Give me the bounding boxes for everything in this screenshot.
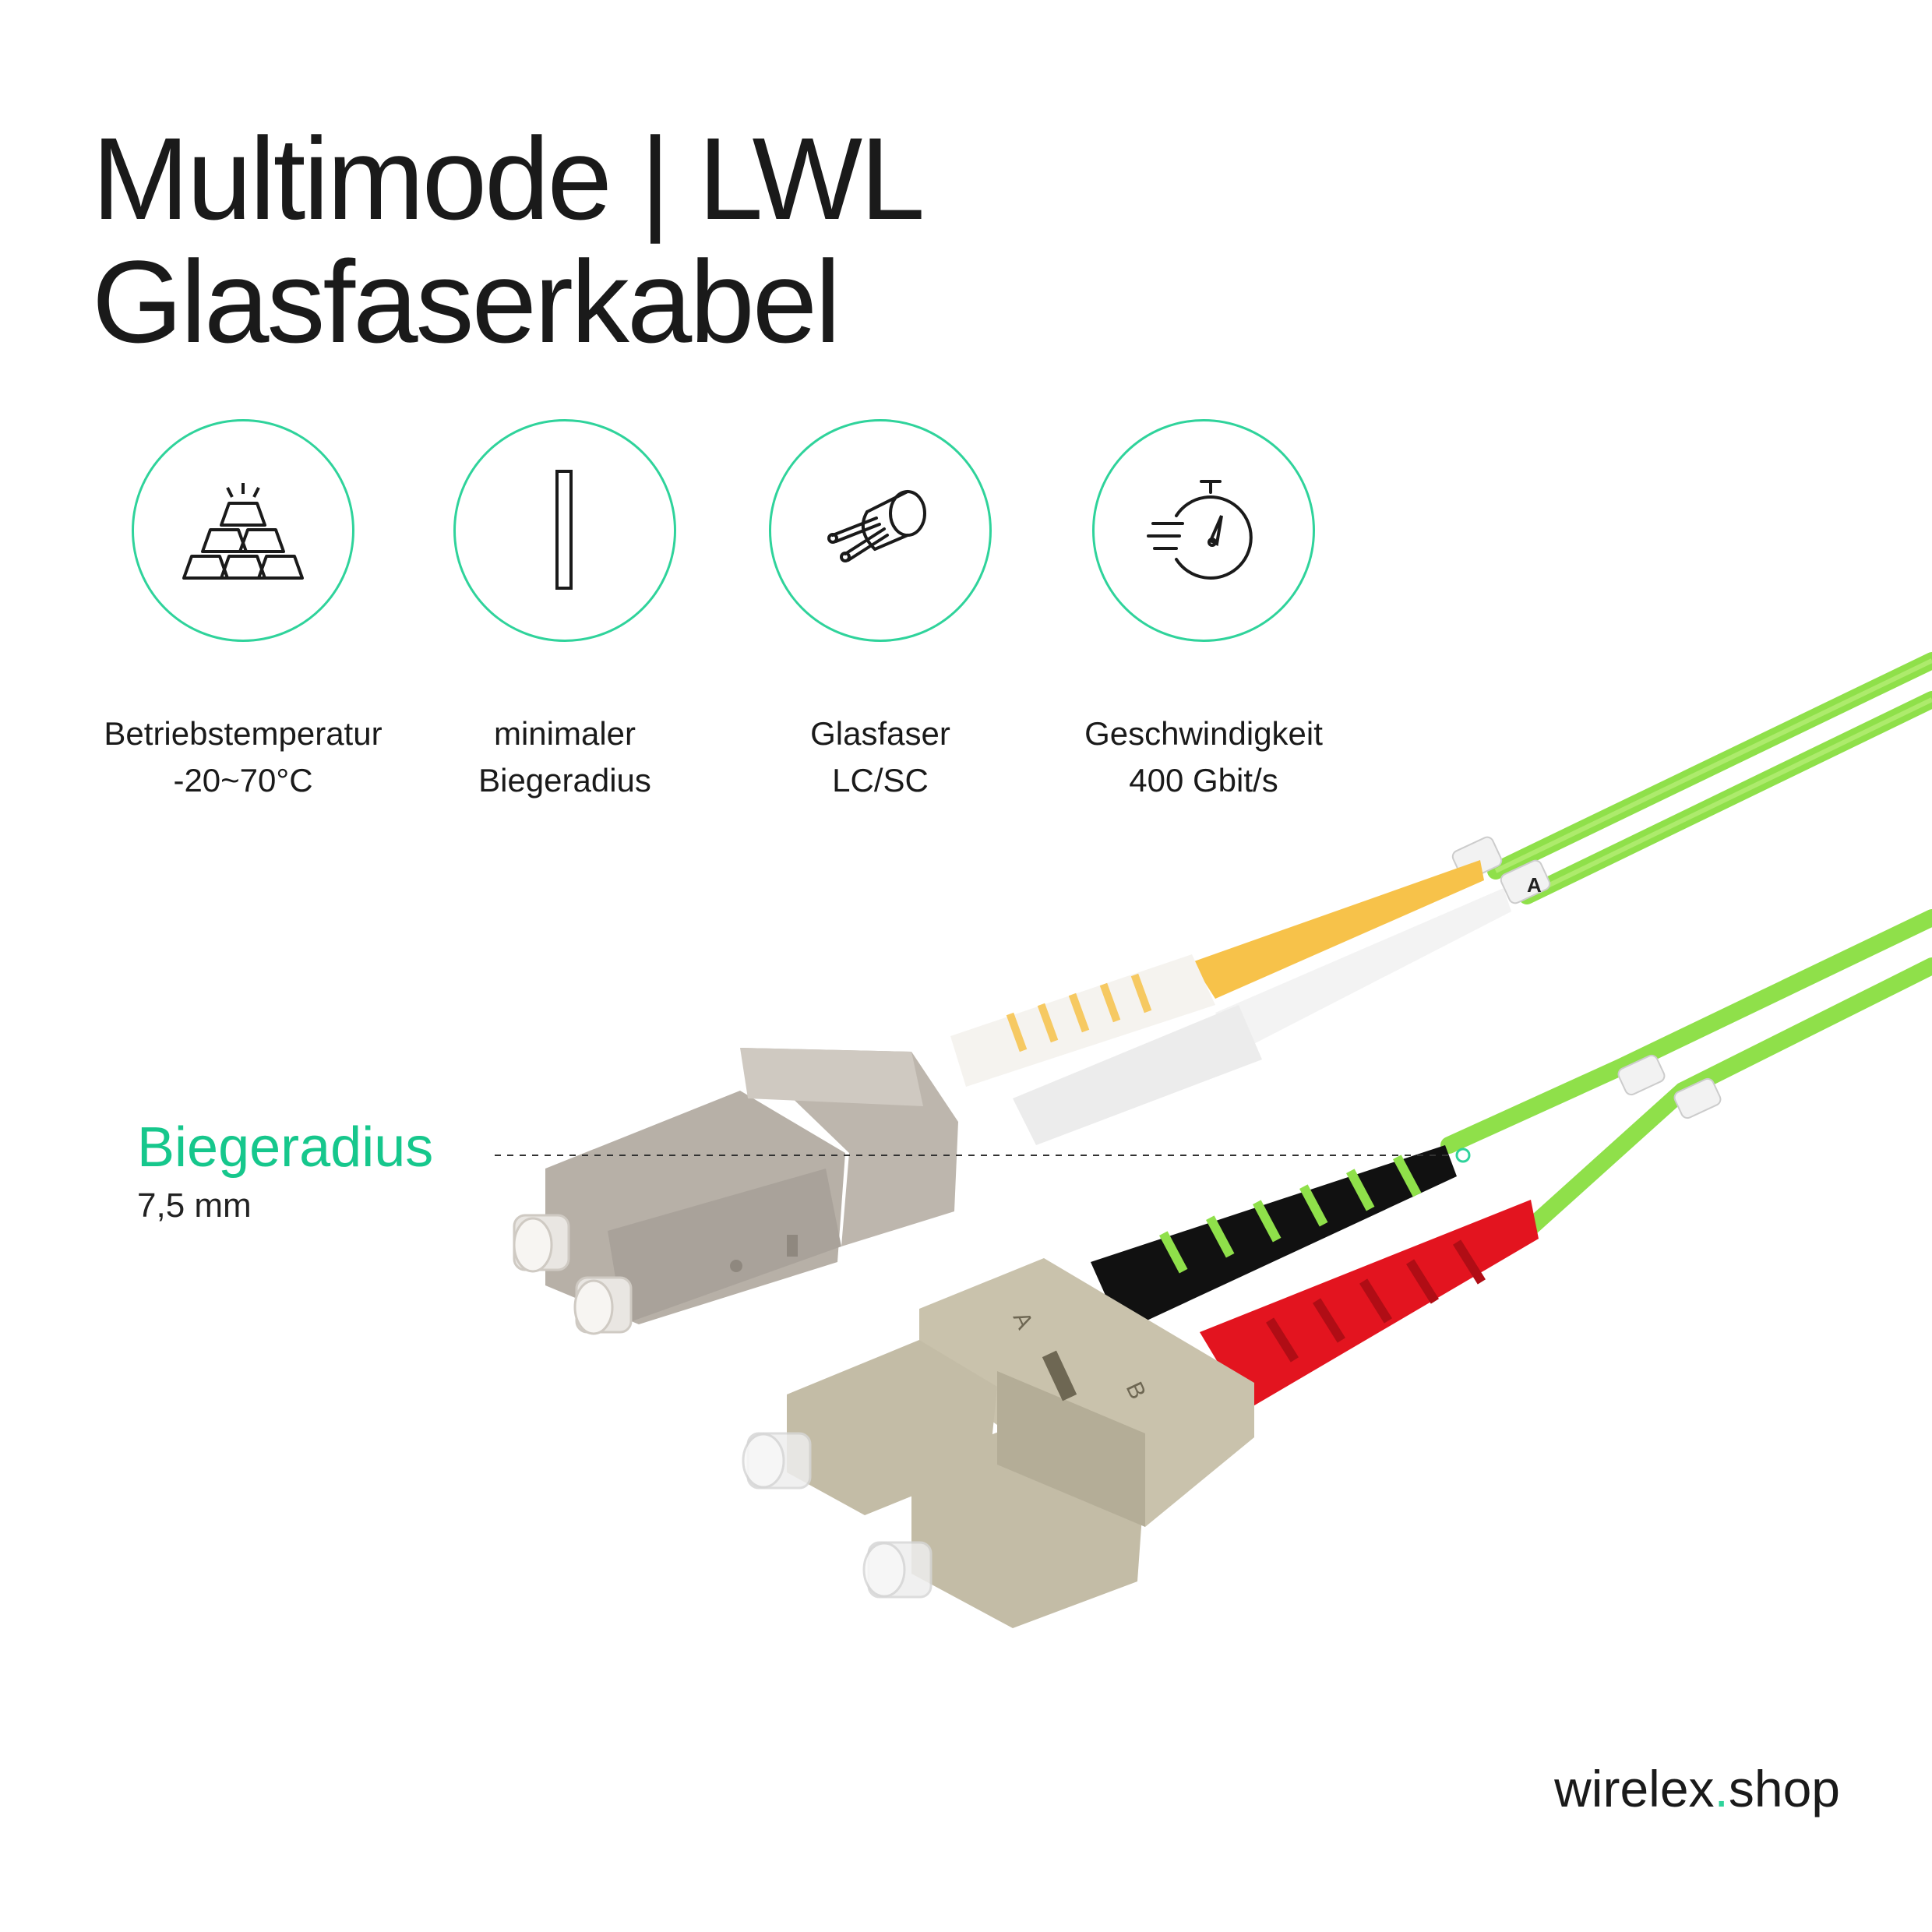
feature-label-line2: 400 Gbit/s [1129,762,1278,799]
bend-radius-icon [555,470,573,590]
upper-green-cables [1487,652,1932,904]
lc-connector [513,1048,958,1335]
page-title: Multimode | LWL Glasfaserkabel [92,113,925,367]
bend-radius-value: 7,5 mm [137,1186,252,1225]
feature-operating-temperature: Betriebstemperatur -20~70°C [87,419,399,804]
bend-radius-callout: Biegeradius 7,5 mm [137,1112,433,1229]
feature-label-line1: minimaler [493,715,636,752]
feature-label-line1: Betriebstemperatur [104,715,383,752]
feature-label-line1: Glasfaser [810,715,950,752]
feature-label-line2: Biegeradius [478,762,651,799]
feature-circle [132,419,354,642]
lc-boots [950,860,1511,1145]
feature-circle [1092,419,1315,642]
fiber-core-icon [827,490,926,562]
gold-bars-icon [182,483,304,580]
brand-logo: wirelex.shop [1554,1759,1840,1818]
lower-green-cables [1440,909,1932,1239]
brand-tld: shop [1728,1760,1840,1817]
feature-label-line1: Geschwindigkeit [1084,715,1323,752]
feature-circle [453,419,676,642]
feature-label: minimaler Biegeradius [409,710,721,804]
bend-radius-title: Biegeradius [137,1116,434,1179]
feature-label-line2: LC/SC [832,762,929,799]
feature-fiber-connectors: Glasfaser LC/SC [724,419,1036,804]
stopwatch-icon [1147,480,1253,580]
feature-label-line2: -20~70°C [173,762,313,799]
feature-circle [769,419,992,642]
feature-label: Geschwindigkeit 400 Gbit/s [1048,710,1359,804]
title-line-2: Glasfaserkabel [92,236,841,367]
feature-label: Betriebstemperatur -20~70°C [87,710,399,804]
sc-connector: A B [742,1258,1254,1628]
brand-name: wirelex [1554,1760,1715,1817]
feature-speed: Geschwindigkeit 400 Gbit/s [1048,419,1359,804]
brand-dot: . [1714,1760,1729,1817]
sc-boots [1091,1145,1539,1410]
lc-tag-label: A [1527,873,1542,897]
feature-bend-radius: minimaler Biegeradius [409,419,721,804]
bend-radius-guide [495,1148,1471,1163]
feature-label: Glasfaser LC/SC [724,710,1036,804]
title-line-1: Multimode | LWL [92,113,925,244]
